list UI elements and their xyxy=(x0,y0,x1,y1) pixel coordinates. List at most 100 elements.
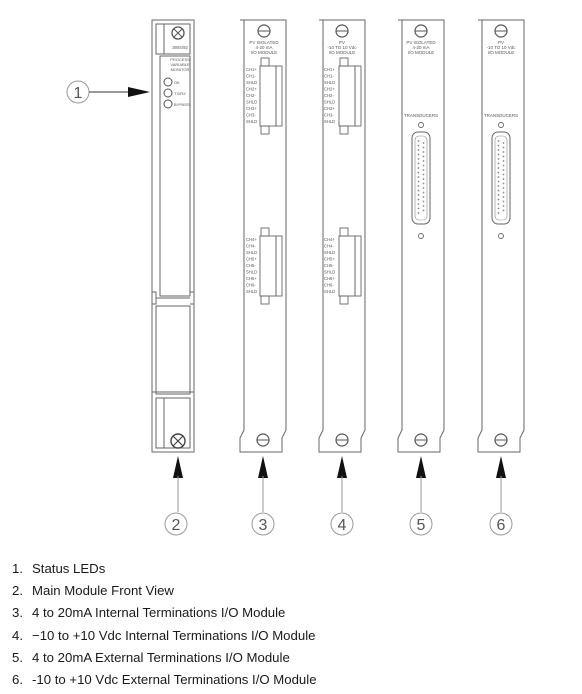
io-module-3 xyxy=(239,19,287,453)
module-4-label-1: -10 TO 10 Vdc xyxy=(327,45,357,50)
m3-lower-ch-1: CH4- xyxy=(246,244,256,249)
callout-4-arrow-icon xyxy=(337,456,347,478)
m4-upper-ch-8: SHLD xyxy=(324,119,335,124)
m4-lower-ch-5: SHLD xyxy=(324,270,335,275)
callout-6-arrow-icon xyxy=(496,456,506,478)
m3-lower-ch-7: CH6- xyxy=(246,283,256,288)
module-6-transducers-label: TRANSDUCERS xyxy=(484,113,518,118)
m3-upper-ch-8: SHLD xyxy=(246,119,257,124)
module-5-label-2: I/O MODULE xyxy=(408,50,435,55)
callout-2: 2 xyxy=(164,456,188,536)
module-5-top-screw-icon xyxy=(414,24,428,38)
m3-upper-ch-4: CH2- xyxy=(246,93,256,98)
callout-4: 4 xyxy=(330,456,354,536)
main-label-0: 390S/92 xyxy=(172,45,188,50)
module-3-bottom-screw-icon xyxy=(256,433,270,447)
m4-upper-ch-2: SHLD xyxy=(324,80,335,85)
legend-number: 6. xyxy=(12,671,23,687)
legend-text: 4 to 20mA External Terminations I/O Modu… xyxy=(32,649,290,665)
callout-2-number: 2 xyxy=(172,517,181,534)
module-6-label-1: -10 TO 10 Vdc xyxy=(486,45,516,50)
legend-item: 3. 4 to 20mA Internal Terminations I/O Mo… xyxy=(12,602,317,624)
module-4-bottom-screw-icon xyxy=(335,433,349,447)
module-4-lower-channels: CH4+ CH4- SHLD CH5+ CH5- SHLD CH6+ CH6- … xyxy=(324,237,335,294)
module-4-upper-channels: CH1+ CH1- SHLD CH2+ CH2- SHLD CH3+ CH3- … xyxy=(324,67,335,124)
module-3-lower-channels: CH4+ CH4- SHLD CH5+ CH5- SHLD CH6+ CH6- … xyxy=(246,237,257,294)
module-4-label-2: I/O MODULE xyxy=(329,50,356,55)
module-4-top-screw-icon xyxy=(335,24,349,38)
m3-lower-ch-5: SHLD xyxy=(246,270,257,275)
m3-upper-ch-7: CH3- xyxy=(246,113,256,118)
m3-upper-ch-1: CH1- xyxy=(246,74,256,79)
legend-text: 4 to 20mA Internal Terminations I/O Modu… xyxy=(32,605,286,621)
legend-text: -10 to +10 Vdc External Terminations I/O… xyxy=(32,671,317,687)
legend-item: 1. Status LEDs xyxy=(12,558,317,580)
led-ok-icon xyxy=(163,77,173,87)
legend-number: 3. xyxy=(12,605,23,621)
module-3-lower-terminal-block xyxy=(259,227,283,305)
legend-number: 5. xyxy=(12,649,23,665)
module-3-top-screw-icon xyxy=(257,24,271,38)
callout-5-arrow-icon xyxy=(416,456,426,478)
legend-text: Main Module Front View xyxy=(32,583,174,599)
callout-3: 3 xyxy=(251,456,275,536)
legend-text: −10 to +10 Vdc Internal Terminations I/O… xyxy=(32,627,316,643)
module-6-label-0: PV xyxy=(498,40,504,45)
module-3-label-1: 4-20 mA xyxy=(255,45,272,50)
m3-lower-ch-0: CH4+ xyxy=(246,237,257,242)
io-module-4 xyxy=(318,19,366,453)
legend-list: 1. Status LEDs 2.Main Module Front View 3… xyxy=(12,558,317,691)
module-3-label-2: I/O MODULE xyxy=(251,50,278,55)
led-label-txrx: TX/RX xyxy=(174,91,186,96)
m3-lower-ch-6: CH6+ xyxy=(246,276,257,281)
m4-lower-ch-7: CH6- xyxy=(324,283,334,288)
module-5-dsub-connector-icon xyxy=(411,122,431,239)
m3-upper-ch-3: CH2+ xyxy=(246,87,257,92)
module-4-label-0: PV xyxy=(339,40,345,45)
m3-lower-ch-2: SHLD xyxy=(246,250,257,255)
module-6-bottom-screw-icon xyxy=(494,433,508,447)
main-bottom-screw-icon xyxy=(170,433,186,449)
m4-lower-ch-4: CH5- xyxy=(324,263,334,268)
m4-upper-ch-0: CH1+ xyxy=(324,67,335,72)
main-module xyxy=(151,19,195,453)
m4-lower-ch-2: SHLD xyxy=(324,250,335,255)
legend-text: Status LEDs xyxy=(32,561,106,576)
legend-number: 4. xyxy=(12,627,23,643)
legend-number: 1. xyxy=(12,561,23,576)
module-5-label-0: PV ISOLATED xyxy=(406,40,436,45)
callout-5-number: 5 xyxy=(417,517,426,534)
callout-1-number: 1 xyxy=(74,85,83,102)
module-5-transducers-label: TRANSDUCERS xyxy=(404,113,438,118)
callout-1-arrow-icon xyxy=(128,87,150,97)
module-diagram: 390S/92 PROCESS VARIABLE MONITOR OK TX/R… xyxy=(66,19,525,536)
callout-3-number: 3 xyxy=(259,517,268,534)
module-3-upper-terminal-block xyxy=(259,57,283,135)
m4-lower-ch-8: SHLD xyxy=(324,289,335,294)
module-5-label-1: 4-20 mA xyxy=(412,45,429,50)
module-6-dsub-connector-icon xyxy=(491,122,511,239)
module-4-upper-terminal-block xyxy=(338,57,362,135)
led-txrx-icon xyxy=(163,88,173,98)
main-top-screw-icon xyxy=(171,26,185,40)
led-label-ok: OK xyxy=(174,80,180,85)
module-6-label-2: I/O MODULE xyxy=(488,50,515,55)
module-3-upper-channels: CH1+ CH1- SHLD CH2+ CH2- SHLD CH3+ CH3- … xyxy=(246,67,257,124)
led-bypass-icon xyxy=(163,99,173,109)
m4-lower-ch-3: CH5+ xyxy=(324,257,335,262)
module-3-label-0: PV ISOLATED xyxy=(249,40,279,45)
legend-item: 2.Main Module Front View xyxy=(12,580,317,602)
m3-upper-ch-6: CH3+ xyxy=(246,106,257,111)
m4-upper-ch-1: CH1- xyxy=(324,74,334,79)
m4-upper-ch-3: CH2+ xyxy=(324,87,335,92)
m3-upper-ch-5: SHLD xyxy=(246,100,257,105)
m3-lower-ch-8: SHLD xyxy=(246,289,257,294)
io-module-6 xyxy=(477,19,525,453)
m4-upper-ch-4: CH2- xyxy=(324,93,334,98)
m4-upper-ch-7: CH3- xyxy=(324,113,334,118)
module-5-bottom-screw-icon xyxy=(414,433,428,447)
callout-1: 1 xyxy=(66,80,150,104)
main-label-3: MONITOR xyxy=(171,67,190,72)
m4-lower-ch-6: CH6+ xyxy=(324,276,335,281)
led-label-bypass: BYPASS xyxy=(174,102,190,107)
